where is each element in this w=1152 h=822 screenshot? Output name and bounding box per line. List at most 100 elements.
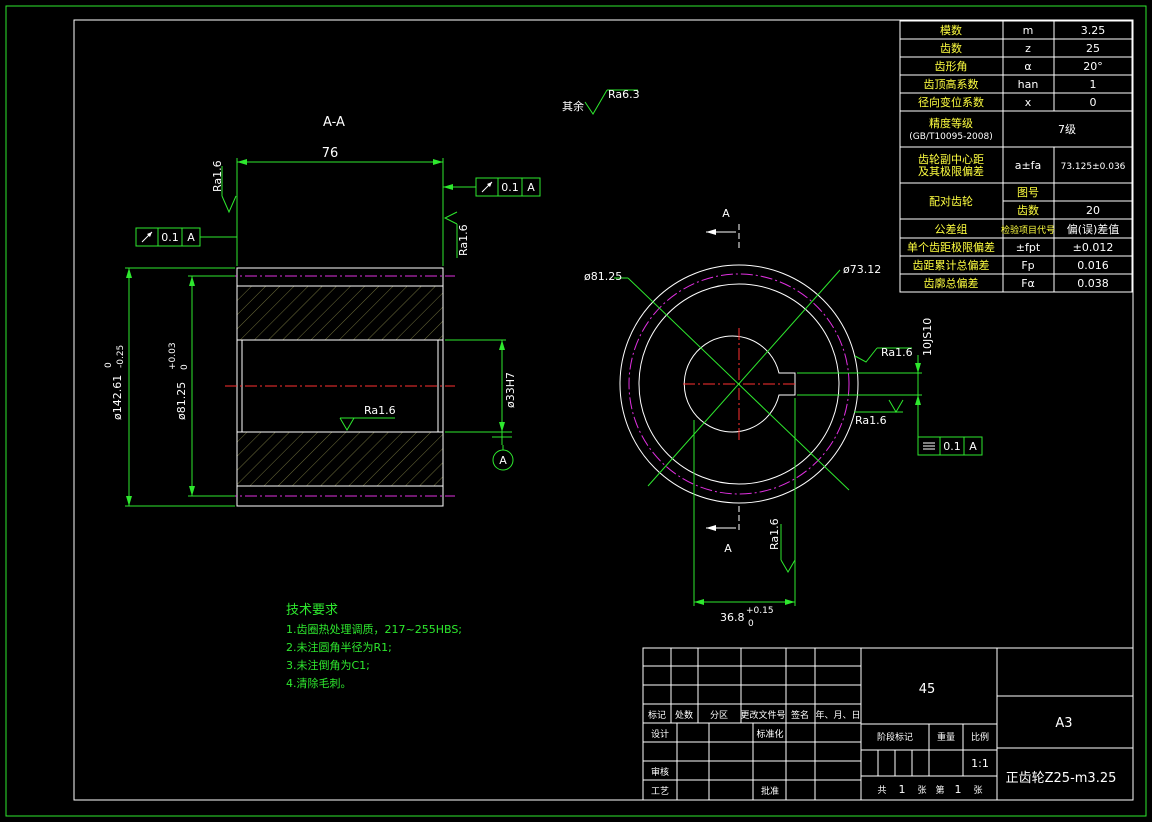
svg-text:A: A [187,231,195,244]
part-name: 正齿轮Z25-m3.25 [1006,771,1117,786]
dim-keyway-width: 10JS10 [921,318,934,356]
paper-size: A3 [1055,716,1072,731]
gear-parameter-table: 模数 m 3.25 齿数 z 25 齿形角 α 20° 齿顶高系数 han 1 … [899,20,1133,293]
svg-text:7级: 7级 [1058,123,1076,136]
inner-border [73,19,1134,801]
svg-text:25: 25 [1086,42,1100,55]
svg-text:共: 共 [877,785,886,796]
svg-text:Ra1.6: Ra1.6 [457,224,470,256]
roughness-top-left: Ra1.6 [211,160,237,214]
svg-text:处数: 处数 [675,709,693,721]
svg-text:其余: 其余 [562,99,584,113]
svg-text:径向变位系数: 径向变位系数 [918,95,984,109]
svg-text:z: z [1025,42,1031,55]
view-label-top: A [722,207,730,220]
svg-text:张: 张 [917,785,926,796]
svg-text:及其极限偏差: 及其极限偏差 [918,164,984,178]
dim-pitch-main: ø81.25 [175,382,188,420]
dim-circle-left: ø81.25 [584,270,622,283]
svg-text:配对齿轮: 配对齿轮 [929,194,973,208]
tech-item-3: 3.未注倒角为C1; [286,658,370,672]
hatch-upper [237,286,443,340]
svg-text:标记: 标记 [648,709,666,721]
svg-text:比例: 比例 [971,731,989,743]
svg-text:齿距累计总偏差: 齿距累计总偏差 [913,258,990,272]
svg-text:20°: 20° [1083,60,1103,73]
svg-text:单个齿距极限偏差: 单个齿距极限偏差 [907,240,995,254]
svg-text:审核: 审核 [651,766,669,778]
svg-text:工艺: 工艺 [651,786,669,797]
roughness-other: 其余 Ra6.3 [562,88,640,115]
tech-title: 技术要求 [286,603,338,618]
svg-text:签名: 签名 [791,709,809,721]
svg-text:A: A [969,440,977,453]
tolerance-frame-right: 0.1 A [917,413,983,456]
dim-pitch-upper: +0.03 [168,342,178,370]
dim-bore: ø33H7 [504,372,517,408]
svg-text:齿顶高系数: 齿顶高系数 [924,77,979,91]
svg-text:Ra6.3: Ra6.3 [608,88,640,101]
svg-text:张: 张 [973,785,982,796]
svg-text:设计: 设计 [651,728,669,740]
end-view: ø81.25 ø73.12 A A 36.8 +0.15 0 10JS10 [584,207,983,629]
dim-pitch-lower: 0 [180,364,190,370]
svg-text:Fp: Fp [1021,259,1034,272]
roughness-bore: Ra1.6 [339,404,396,431]
dim-keyway-depth: 36.8 [720,611,745,624]
svg-text:±0.012: ±0.012 [1073,241,1114,254]
svg-text:更改文件号: 更改文件号 [740,709,785,721]
tolerance-frame-left: 0.1 A [135,227,237,247]
outer-border [5,5,1147,817]
svg-text:α: α [1024,60,1031,73]
svg-text:齿数: 齿数 [940,42,962,55]
svg-text:±fpt: ±fpt [1016,241,1041,254]
dim-width: 76 [322,146,339,161]
svg-text:0: 0 [1090,96,1097,109]
svg-text:0: 0 [748,619,754,629]
svg-text:20: 20 [1086,204,1100,217]
svg-text:年、月、日: 年、月、日 [815,709,860,721]
svg-text:阶段标记: 阶段标记 [877,731,913,743]
roughness-top-right: Ra1.6 [443,211,470,258]
dim-od-lower: -0.25 [116,345,126,368]
svg-text:A: A [527,181,535,194]
svg-text:第: 第 [935,784,944,796]
svg-text:标准化: 标准化 [756,728,783,740]
svg-text:偏(误)差值: 偏(误)差值 [1067,222,1120,236]
dim-od-upper: 0 [104,362,114,368]
svg-text:1: 1 [1090,78,1097,91]
tech-item-1: 1.齿圈热处理调质，217~255HBS; [286,623,462,636]
roughness-face: Ra1.6 [768,518,796,573]
tolerance-frame-top: 0.1 A [443,177,541,197]
roughness-key-bottom: Ra1.6 [854,399,904,427]
svg-text:重量: 重量 [937,731,955,743]
svg-text:a±fa: a±fa [1015,159,1042,172]
svg-text:精度等级: 精度等级 [929,116,973,130]
svg-text:73.125±0.036: 73.125±0.036 [1061,162,1126,172]
svg-text:(GB/T10095-2008): (GB/T10095-2008) [909,132,992,142]
view-label-bottom: A [724,542,732,555]
svg-text:检验项目代号: 检验项目代号 [1001,224,1055,236]
svg-text:0.016: 0.016 [1077,259,1109,272]
svg-text:+0.15: +0.15 [746,606,774,616]
svg-text:Ra1.6: Ra1.6 [768,518,781,550]
root-circle [638,283,840,485]
scale-value: 1:1 [971,757,989,770]
svg-text:Ra1.6: Ra1.6 [855,414,887,427]
pitch-circle [628,273,850,495]
dim-circle-right: ø73.12 [843,263,881,276]
svg-text:公差组: 公差组 [935,222,968,236]
svg-text:Ra1.6: Ra1.6 [881,346,913,359]
svg-text:模数: 模数 [940,24,962,37]
title-block: 标记 处数 分区 更改文件号 签名 年、月、日 设计 标准化 审核 工艺 批准 … [642,647,1134,801]
material: 45 [919,682,936,697]
svg-text:0.1: 0.1 [161,231,179,244]
svg-text:0.038: 0.038 [1077,277,1109,290]
tech-item-4: 4.清除毛刺。 [286,676,352,690]
svg-text:0.1: 0.1 [943,440,961,453]
roughness-keyway: Ra1.6 [854,346,913,363]
svg-text:齿形角: 齿形角 [935,60,968,73]
svg-text:Ra1.6: Ra1.6 [211,160,224,192]
svg-text:Ra1.6: Ra1.6 [364,404,396,417]
